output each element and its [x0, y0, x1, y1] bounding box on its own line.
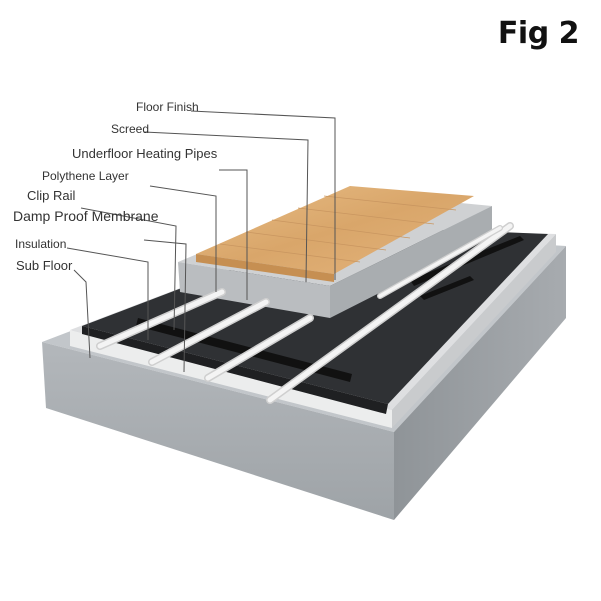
leader-floor-finish [190, 110, 336, 280]
label-damp-proof-membrane: Damp Proof Membrane [13, 208, 159, 224]
leader-screed [143, 131, 309, 283]
label-insulation: Insulation [15, 237, 67, 251]
label-sub-floor: Sub Floor [16, 258, 73, 273]
leader-insulation [66, 247, 149, 340]
label-heating-pipes: Underfloor Heating Pipes [72, 146, 218, 161]
leader-damp-proof-membrane [143, 239, 187, 373]
leader-polythene-layer [149, 185, 217, 292]
heating-pipes [96, 222, 514, 404]
label-screed: Screed [111, 122, 150, 136]
label-floor-finish: Floor Finish [136, 100, 199, 114]
leader-heating-pipes [219, 169, 248, 300]
leader-lines [66, 110, 336, 373]
figure-label: Fig 2 [497, 16, 580, 51]
leader-sub-floor [73, 269, 91, 359]
label-clip-rail: Clip Rail [27, 188, 76, 203]
leader-clip-rail [80, 207, 177, 331]
label-polythene-layer: Polythene Layer [42, 169, 129, 183]
